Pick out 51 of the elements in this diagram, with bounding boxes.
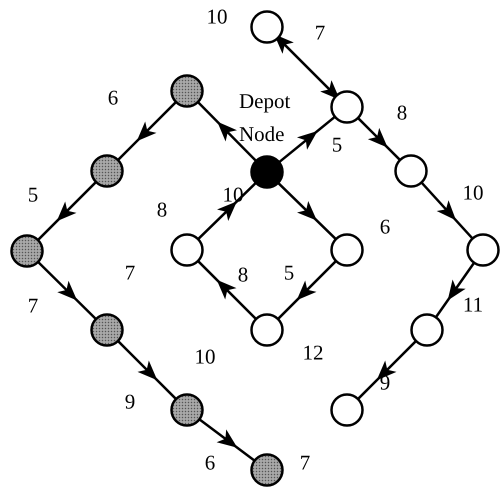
arrow [117,340,177,400]
node-circle [330,393,364,427]
node-circle [250,10,284,44]
node-circle [410,313,444,347]
node-circle [250,453,284,487]
edge-weight: 5 [332,134,342,156]
arrow [117,101,177,161]
arrow [420,182,474,240]
edge-weight: 8 [238,264,248,286]
arrow [198,182,256,240]
number-label: 7 [124,262,136,284]
arrow [37,181,97,241]
arrow [357,340,417,400]
node-circle [170,393,204,427]
edge-weight: 10 [462,182,484,204]
arrow [277,260,337,320]
number-label: 8 [156,200,168,220]
arrow [278,182,336,240]
number-label: 7 [300,452,310,474]
arrow [197,102,257,162]
node-circle [466,233,500,267]
arrow [357,117,401,161]
node-circle [330,233,364,267]
arrow [199,418,255,462]
edge-weight: 7 [28,296,38,316]
number-label: 12 [302,342,324,364]
number-label: 10 [206,6,228,28]
edge-weight: 8 [396,102,408,124]
node-circle [90,313,124,347]
arrow [197,260,257,320]
edge-weight: 5 [28,184,38,206]
node-circle [250,313,284,347]
arrow [274,34,340,100]
edge-weight: 7 [314,22,326,44]
number-label: 6 [380,216,390,238]
arrow [38,261,96,320]
number-label: 10 [194,346,216,368]
node-circle [90,154,124,188]
node-circle [394,154,428,188]
edge-weight: 6 [108,88,118,108]
edge-weight: 11 [462,294,484,316]
arrow [278,116,336,163]
arrow [435,262,475,318]
node-circle [10,234,44,268]
edge-weight: 5 [284,262,294,284]
node-label: Depot Node [239,88,292,148]
node-circle [170,233,204,267]
edge-weight: 6 [204,452,216,474]
node-circle [330,90,364,124]
edge-weight: 9 [124,392,136,412]
node-circle [170,74,204,108]
